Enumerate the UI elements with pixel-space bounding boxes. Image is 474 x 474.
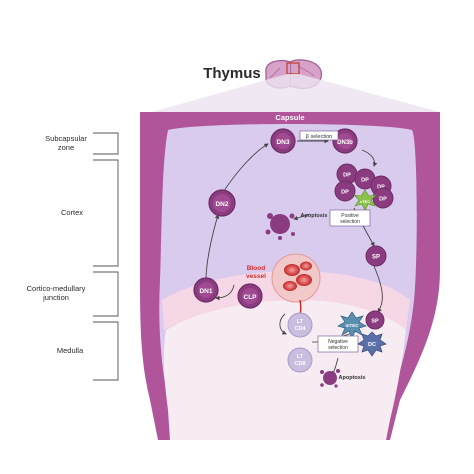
cell-dn3b-label: DN3b: [337, 140, 353, 146]
svg-text:DP: DP: [379, 197, 387, 203]
apoptosis-label-medulla: Apoptosis: [339, 375, 366, 381]
blood-vessel: [271, 253, 321, 325]
svg-text:DP: DP: [343, 173, 351, 179]
svg-text:CD8: CD8: [294, 361, 305, 367]
svg-text:CD4: CD4: [294, 326, 306, 332]
zone-label-junction: Cortico-medullary: [27, 284, 86, 293]
blood-vessel-label-2: vessel: [246, 273, 266, 280]
svg-text:DP: DP: [341, 190, 349, 196]
cell-sp-medulla: SP: [365, 310, 385, 330]
ctec-label: cTEC: [360, 199, 370, 204]
negative-selection-label-1: Negative: [328, 339, 348, 345]
junction-region: [162, 271, 410, 330]
dp-cluster: DP DP DP DP DP cTEC: [334, 163, 394, 212]
svg-text:LT: LT: [297, 319, 304, 325]
beta-selection-box: [299, 130, 339, 141]
svg-text:DP: DP: [361, 178, 369, 184]
zone-label-junction-2: junction: [42, 293, 69, 302]
cell-lt-cd8: LT CD8: [287, 347, 313, 373]
positive-selection-box: [329, 209, 371, 227]
apoptotic-cell-cortex: [265, 213, 295, 240]
cell-clp: CLP: [237, 283, 263, 309]
diagram-title: Thymus: [203, 65, 261, 82]
arrow-cd4-in: [279, 313, 287, 335]
zone-label-cortex: Cortex: [61, 208, 83, 217]
negative-selection-label-2: selection: [328, 345, 348, 351]
dc-cell: DC: [357, 331, 387, 357]
zoom-funnel: [152, 74, 440, 112]
cell-sp-cortex: SP: [365, 245, 387, 267]
negative-selection-box: [317, 335, 359, 353]
cell-dn3-label: DN3: [276, 139, 289, 146]
apoptotic-cell-medulla: [320, 369, 340, 388]
cell-sp-medulla-label: SP: [371, 319, 379, 325]
blood-vessel-label-1: Blood: [247, 265, 265, 272]
cell-dn1: DN1: [193, 277, 219, 303]
zone-brackets: [93, 132, 119, 381]
capsule-label: Capsule: [275, 113, 304, 122]
cell-dn1-label: DN1: [199, 288, 212, 295]
svg-text:LT: LT: [297, 354, 304, 360]
zone-label-subcapsular: Subcapsular: [45, 134, 87, 143]
cell-sp-cortex-label: SP: [372, 255, 380, 261]
positive-selection-label-2: selection: [340, 219, 360, 225]
dc-label: DC: [368, 342, 376, 348]
cell-dp-5: DP: [372, 187, 394, 209]
apoptosis-label-cortex: Apoptosis: [301, 213, 328, 219]
positive-selection-label-1: Positive: [341, 213, 359, 219]
cell-dn3b: DN3b: [332, 128, 358, 154]
cell-dn3: DN3: [270, 128, 296, 154]
cell-dp-3: DP: [334, 180, 356, 202]
zone-label-medulla: Medulla: [57, 346, 84, 355]
cell-dn2-label: DN2: [215, 201, 228, 208]
zone-label-subcapsular-2: zone: [58, 143, 74, 152]
cell-lt-cd4: LT CD4: [287, 312, 313, 338]
beta-selection-label: β selection: [306, 134, 332, 140]
cell-clp-label: CLP: [244, 294, 258, 301]
cell-dn2: DN2: [208, 189, 236, 217]
mtec-label: mTEC: [345, 323, 359, 328]
svg-text:DP: DP: [377, 185, 385, 191]
